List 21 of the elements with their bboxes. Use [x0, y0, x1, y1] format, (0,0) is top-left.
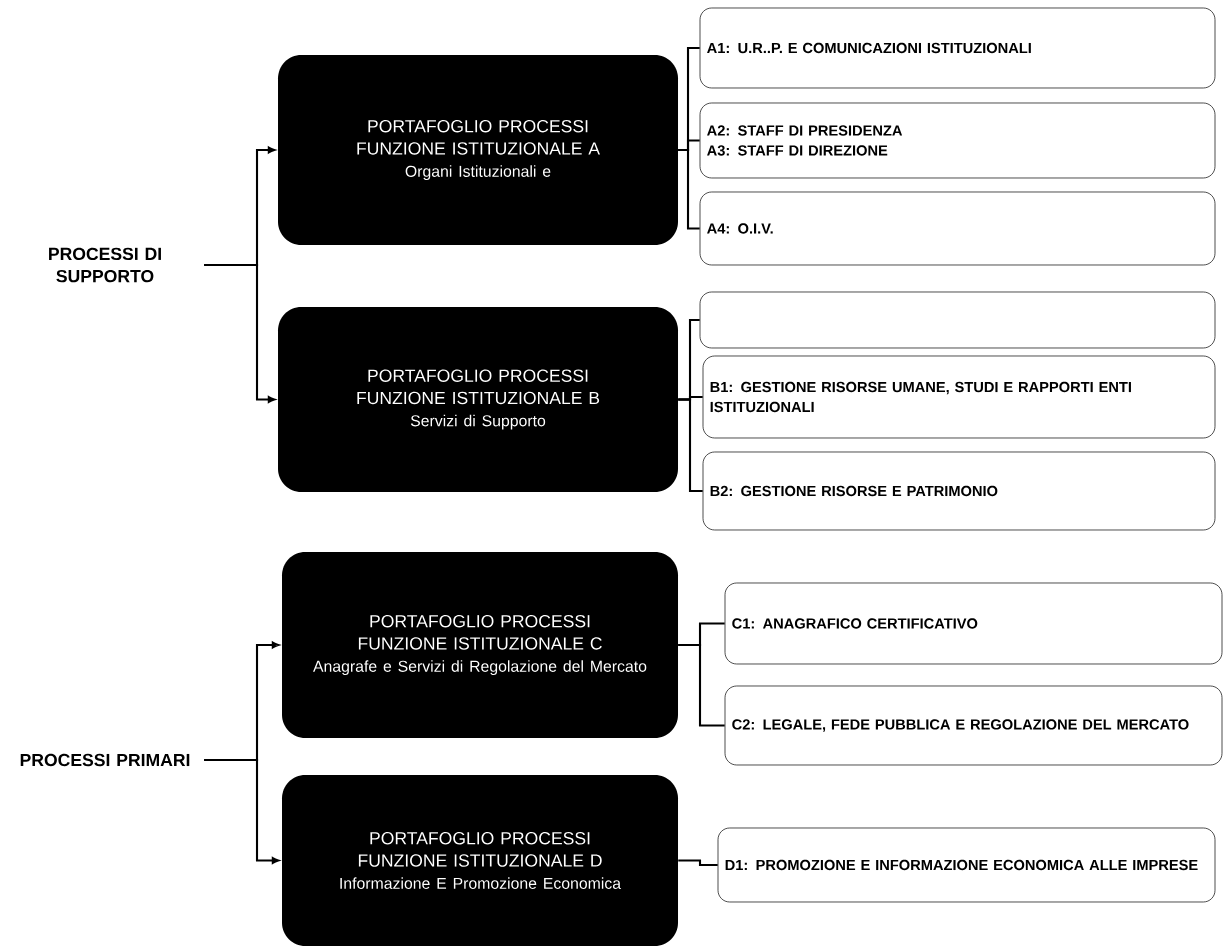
subprocess-box: C1: ANAGRAFICO CERTIFICATIVO: [724, 582, 1223, 665]
connector-arrow: [204, 758, 280, 864]
subprocess-box: A2: STAFF DI PRESIDENZA A3: STAFF DI DIREZIONE: [699, 102, 1216, 179]
subprocess-box: D1: PROMOZIONE E INFORMAZIONE ECONOMICA ALLE IMPRESE: [717, 827, 1216, 903]
subprocess-box: A4: O.I.V.: [699, 191, 1216, 266]
subprocess-box: [699, 291, 1216, 349]
process-box: PORTAFOGLIO PROCESSI FUNZIONE ISTITUZIONALE D Informazione E Promozione Economica: [282, 775, 678, 946]
connector-line: [678, 398, 703, 493]
connector-arrow: [204, 263, 276, 403]
subprocess-box: B2: GESTIONE RISORSE E PATRIMONIO: [702, 451, 1216, 531]
process-box: PORTAFOGLIO PROCESSI FUNZIONE ISTITUZIONALE C Anagrafe e Servizi di Regolazione del Mercato: [282, 552, 678, 738]
subprocess-box: B1: GESTIONE RISORSE UMANE, STUDI E RAPPORTI ENTI ISTITUZIONALI: [702, 355, 1216, 439]
subprocess-box: A1: U.R..P. E COMUNICAZIONI ISTITUZIONALI: [699, 7, 1216, 89]
category-label: PROCESSI DI SUPPORTO: [49, 247, 161, 283]
connector-line: [678, 148, 700, 230]
subprocess-box: C2: LEGALE, FEDE PUBBLICA E REGOLAZIONE DEL MERCATO: [724, 685, 1223, 766]
category-label: PROCESSI PRIMARI: [20, 753, 190, 767]
connector-line: [678, 859, 718, 867]
connector-line: [678, 643, 725, 727]
process-box: PORTAFOGLIO PROCESSI FUNZIONE ISTITUZIONALE A Organi Istituzionali e: [278, 55, 678, 245]
process-box: PORTAFOGLIO PROCESSI FUNZIONE ISTITUZIONALE B Servizi di Supporto: [278, 307, 678, 492]
